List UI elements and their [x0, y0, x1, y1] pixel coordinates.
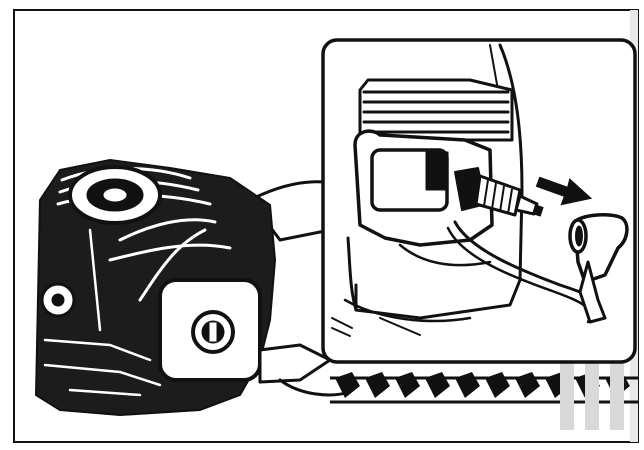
cap-boot — [578, 260, 607, 324]
plug-boss — [425, 151, 449, 191]
cover-knob-slot — [208, 321, 218, 343]
engine-details — [43, 228, 162, 397]
pull-direction-arrow — [535, 176, 593, 206]
plug-threads — [483, 179, 513, 215]
spark-plug — [454, 167, 544, 217]
housing-hatching — [331, 317, 421, 337]
pulley-hub — [51, 293, 65, 307]
spark-plug-closeup — [321, 38, 637, 364]
flywheel-center — [102, 187, 128, 203]
cap-opening-inner — [575, 225, 583, 247]
plug-tip — [532, 204, 544, 217]
spark-plug-cap — [568, 213, 629, 324]
housing-skirt — [346, 236, 522, 320]
fuel-lines — [108, 218, 232, 302]
inset-fins — [362, 90, 510, 134]
arrow-shape — [535, 176, 593, 206]
bar-mount — [258, 343, 332, 384]
